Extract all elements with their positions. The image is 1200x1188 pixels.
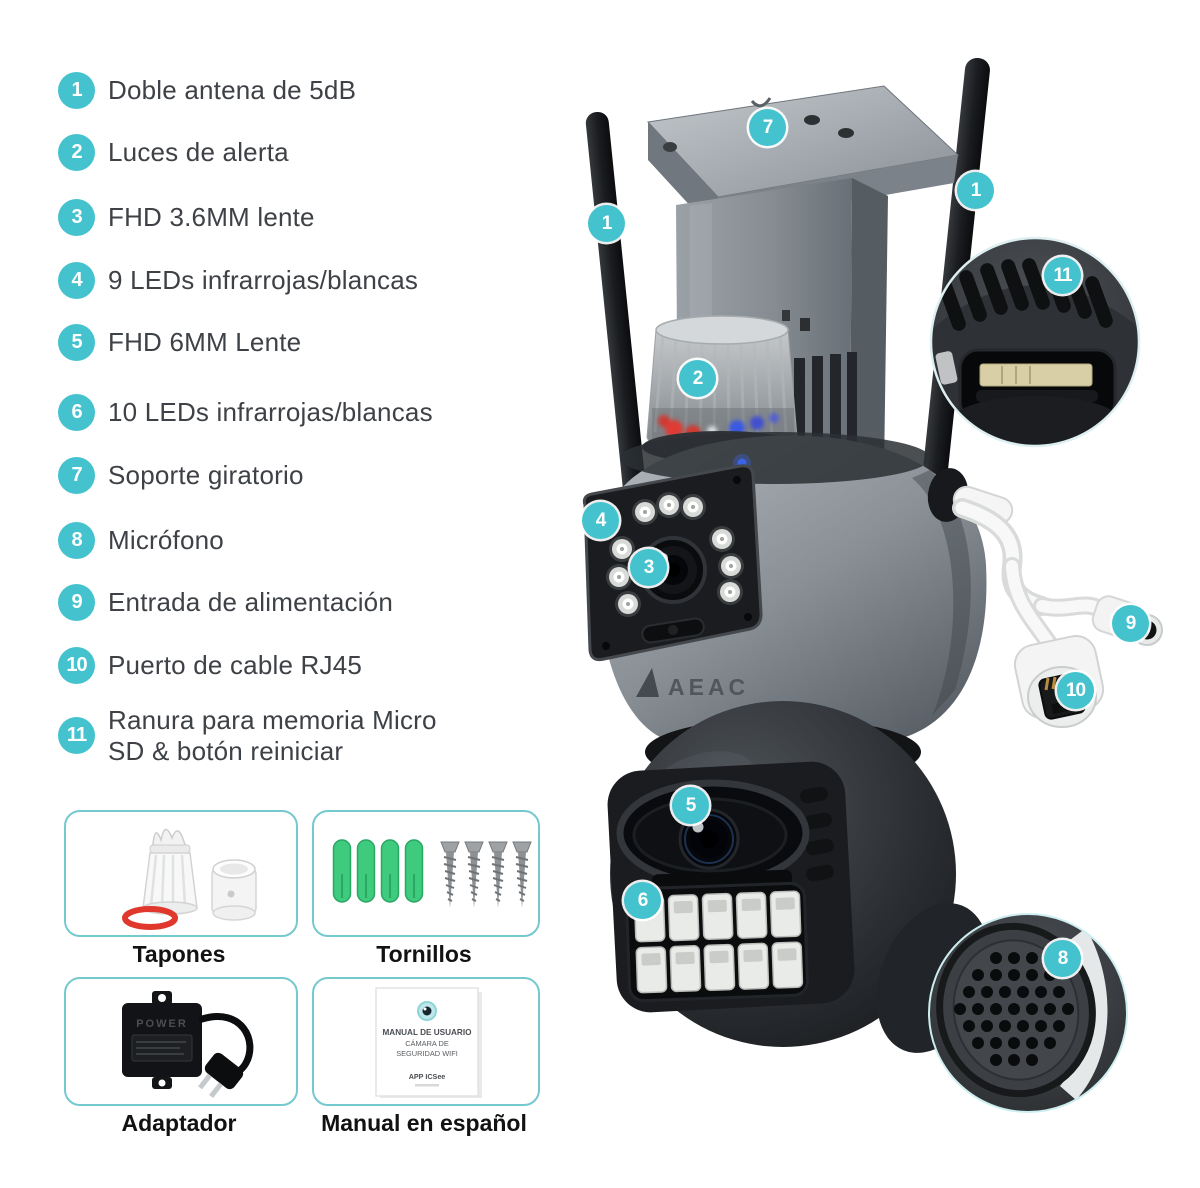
feature-number-badge: 7 [58, 457, 95, 494]
manual-line2: CÁMARA DE [405, 1039, 449, 1048]
accessory-box-adaptador: POWER [64, 977, 298, 1106]
tapones-graphic [122, 828, 257, 930]
feature-label: Soporte giratorio [108, 460, 304, 490]
callout-badge-antenna-right: 1 [957, 172, 994, 209]
callout-badge-sd-slot: 11 [1044, 257, 1081, 294]
feature-label: Ranura para memoria Micro SD & botón rei… [108, 705, 437, 766]
second-camera-unit [607, 761, 855, 1013]
feature-label: Puerto de cable RJ45 [108, 650, 363, 680]
manual-title: MANUAL DE USUARIO [382, 1028, 472, 1037]
adapter-power-text: POWER [136, 1018, 188, 1030]
microphone-slot [641, 617, 705, 644]
feature-item-3: 3 FHD 3.6MM lente [58, 199, 478, 236]
feature-number-badge: 10 [58, 647, 95, 684]
feature-label: FHD 3.6MM lente [108, 202, 315, 232]
feature-item-6: 6 10 LEDs infrarrojas/blancas [58, 394, 478, 431]
feature-item-2: 2 Luces de alerta [58, 134, 478, 171]
manual-app-text: APP ICSee [409, 1072, 446, 1081]
tornillos-graphic [332, 839, 532, 908]
feature-label: Entrada de alimentación [108, 587, 394, 617]
accessory-box-tapones [64, 810, 298, 937]
feature-item-9: 9 Entrada de alimentación [58, 584, 478, 621]
reset-button [935, 351, 958, 385]
accessory-label-tornillos: Tornillos [376, 941, 472, 967]
feature-label: Luces de alerta [108, 137, 289, 167]
manual-line3: SEGURIDAD WIFI [396, 1049, 458, 1058]
feature-label: 9 LEDs infrarrojas/blancas [108, 265, 419, 295]
callout-badge-power: 9 [1112, 605, 1149, 642]
o-ring [122, 906, 178, 930]
feature-label: Micrófono [108, 525, 224, 555]
speaker-holes [954, 952, 1074, 1066]
accessory-label-adaptador: Adaptador [121, 1110, 237, 1136]
ir-led-array-9 [606, 492, 744, 617]
accessory-box-tornillos [312, 810, 540, 937]
lens-6mm-window [616, 779, 810, 887]
sd-slot-inset [929, 236, 1141, 448]
callout-badge-antenna-left: 1 [588, 205, 625, 242]
feature-label: FHD 6MM Lente [108, 327, 302, 357]
callout-badge-bracket: 7 [749, 109, 786, 146]
feature-number-badge: 8 [58, 522, 95, 559]
accessory-label-manual: Manual en español [321, 1110, 527, 1136]
brand-logo-text: AEAC [668, 674, 749, 700]
brand-logo: AEAC [636, 668, 749, 700]
wall-anchors [332, 839, 424, 903]
feature-item-4: 4 9 LEDs infrarrojas/blancas [58, 262, 478, 299]
callout-badge-alert-lights: 2 [679, 360, 716, 397]
bracket-vents [794, 352, 857, 456]
front-camera-face [582, 464, 763, 662]
feature-label: Doble antena de 5dB [108, 75, 357, 105]
feature-number-badge: 1 [58, 72, 95, 109]
feature-item-1: 1 Doble antena de 5dB [58, 72, 478, 109]
accessory-label-tapones: Tapones [132, 941, 226, 967]
manual-graphic: MANUAL DE USUARIO CÁMARA DE SEGURIDAD WI… [375, 987, 482, 1098]
callout-badge-rj45: 10 [1057, 672, 1094, 709]
feature-label: 10 LEDs infrarrojas/blancas [108, 397, 433, 427]
callout-badge-speaker: 8 [1044, 940, 1081, 977]
feature-number-badge: 6 [58, 394, 95, 431]
brand-logo-icon [636, 668, 659, 697]
adaptador-graphic: POWER [122, 991, 254, 1098]
feature-number-badge: 2 [58, 134, 95, 171]
led-array-10 [625, 881, 809, 1003]
feature-number-badge: 9 [58, 584, 95, 621]
feature-number-badge: 3 [58, 199, 95, 236]
feature-item-5: 5 FHD 6MM Lente [58, 324, 478, 361]
accessory-box-manual: MANUAL DE USUARIO CÁMARA DE SEGURIDAD WI… [312, 977, 540, 1106]
callout-badge-lens-6: 5 [672, 787, 709, 824]
feature-item-10: 10 Puerto de cable RJ45 [58, 647, 478, 684]
feature-number-badge: 11 [58, 717, 95, 754]
micro-sd-card [979, 363, 1093, 387]
feature-item-7: 7 Soporte giratorio [58, 457, 478, 494]
callout-badge-leds-10: 6 [624, 882, 661, 919]
feature-item-11: 11 Ranura para memoria Micro SD & botón … [58, 705, 478, 767]
feature-number-badge: 4 [58, 262, 95, 299]
lens-3-6mm [639, 536, 707, 604]
callout-badge-lens-36: 3 [630, 549, 667, 586]
feature-number-badge: 5 [58, 324, 95, 361]
feature-item-8: 8 Micrófono [58, 522, 478, 559]
screws [440, 841, 532, 908]
us-plug [198, 1052, 244, 1098]
callout-badge-leds-9: 4 [582, 502, 619, 539]
